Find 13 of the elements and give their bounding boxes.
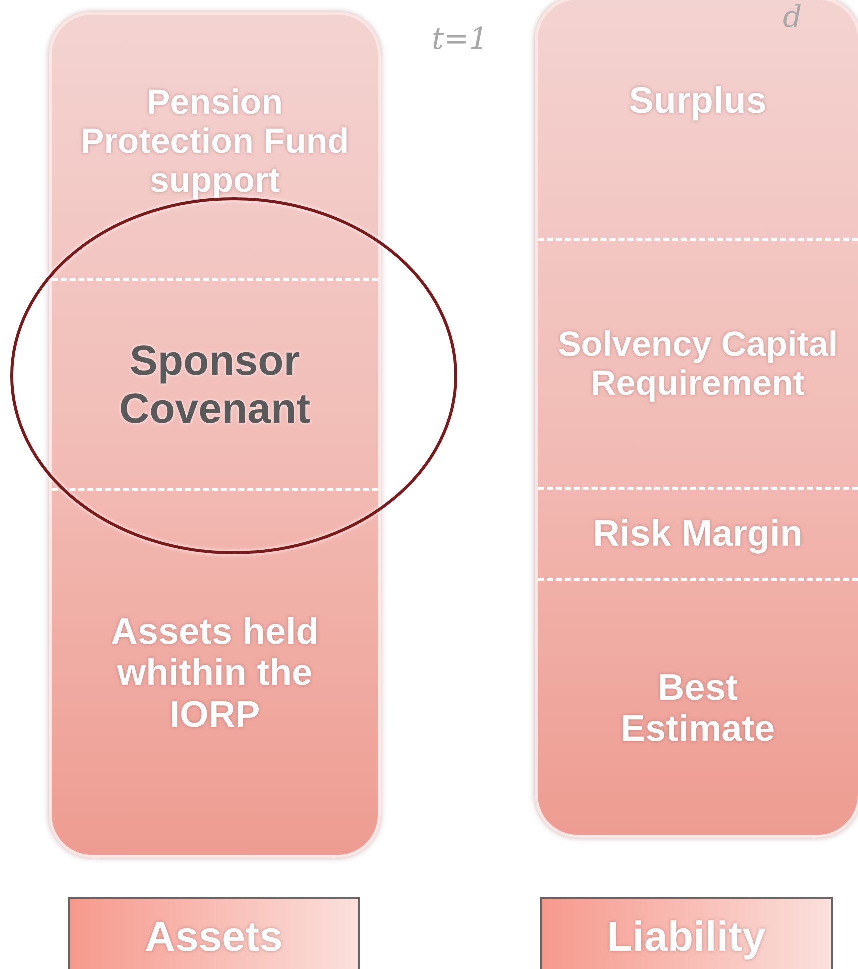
column-panel [52, 15, 378, 855]
column-header-box [540, 897, 833, 969]
section-label: Risk Margin [593, 513, 803, 555]
formula-fragment: t=1 [432, 22, 488, 57]
section-label: Solvency Capital Requirement [556, 324, 840, 404]
column-panel [538, 0, 858, 835]
formula-fragment: d [783, 0, 802, 35]
column-header-box [68, 897, 360, 969]
section-label: Sponsor Covenant [118, 337, 312, 432]
section-label: Assets held whithin the IORP [110, 610, 320, 736]
column-heading: Assets [145, 913, 283, 960]
section-label: Best Estimate [620, 666, 776, 750]
column-heading: Liability [607, 913, 766, 960]
